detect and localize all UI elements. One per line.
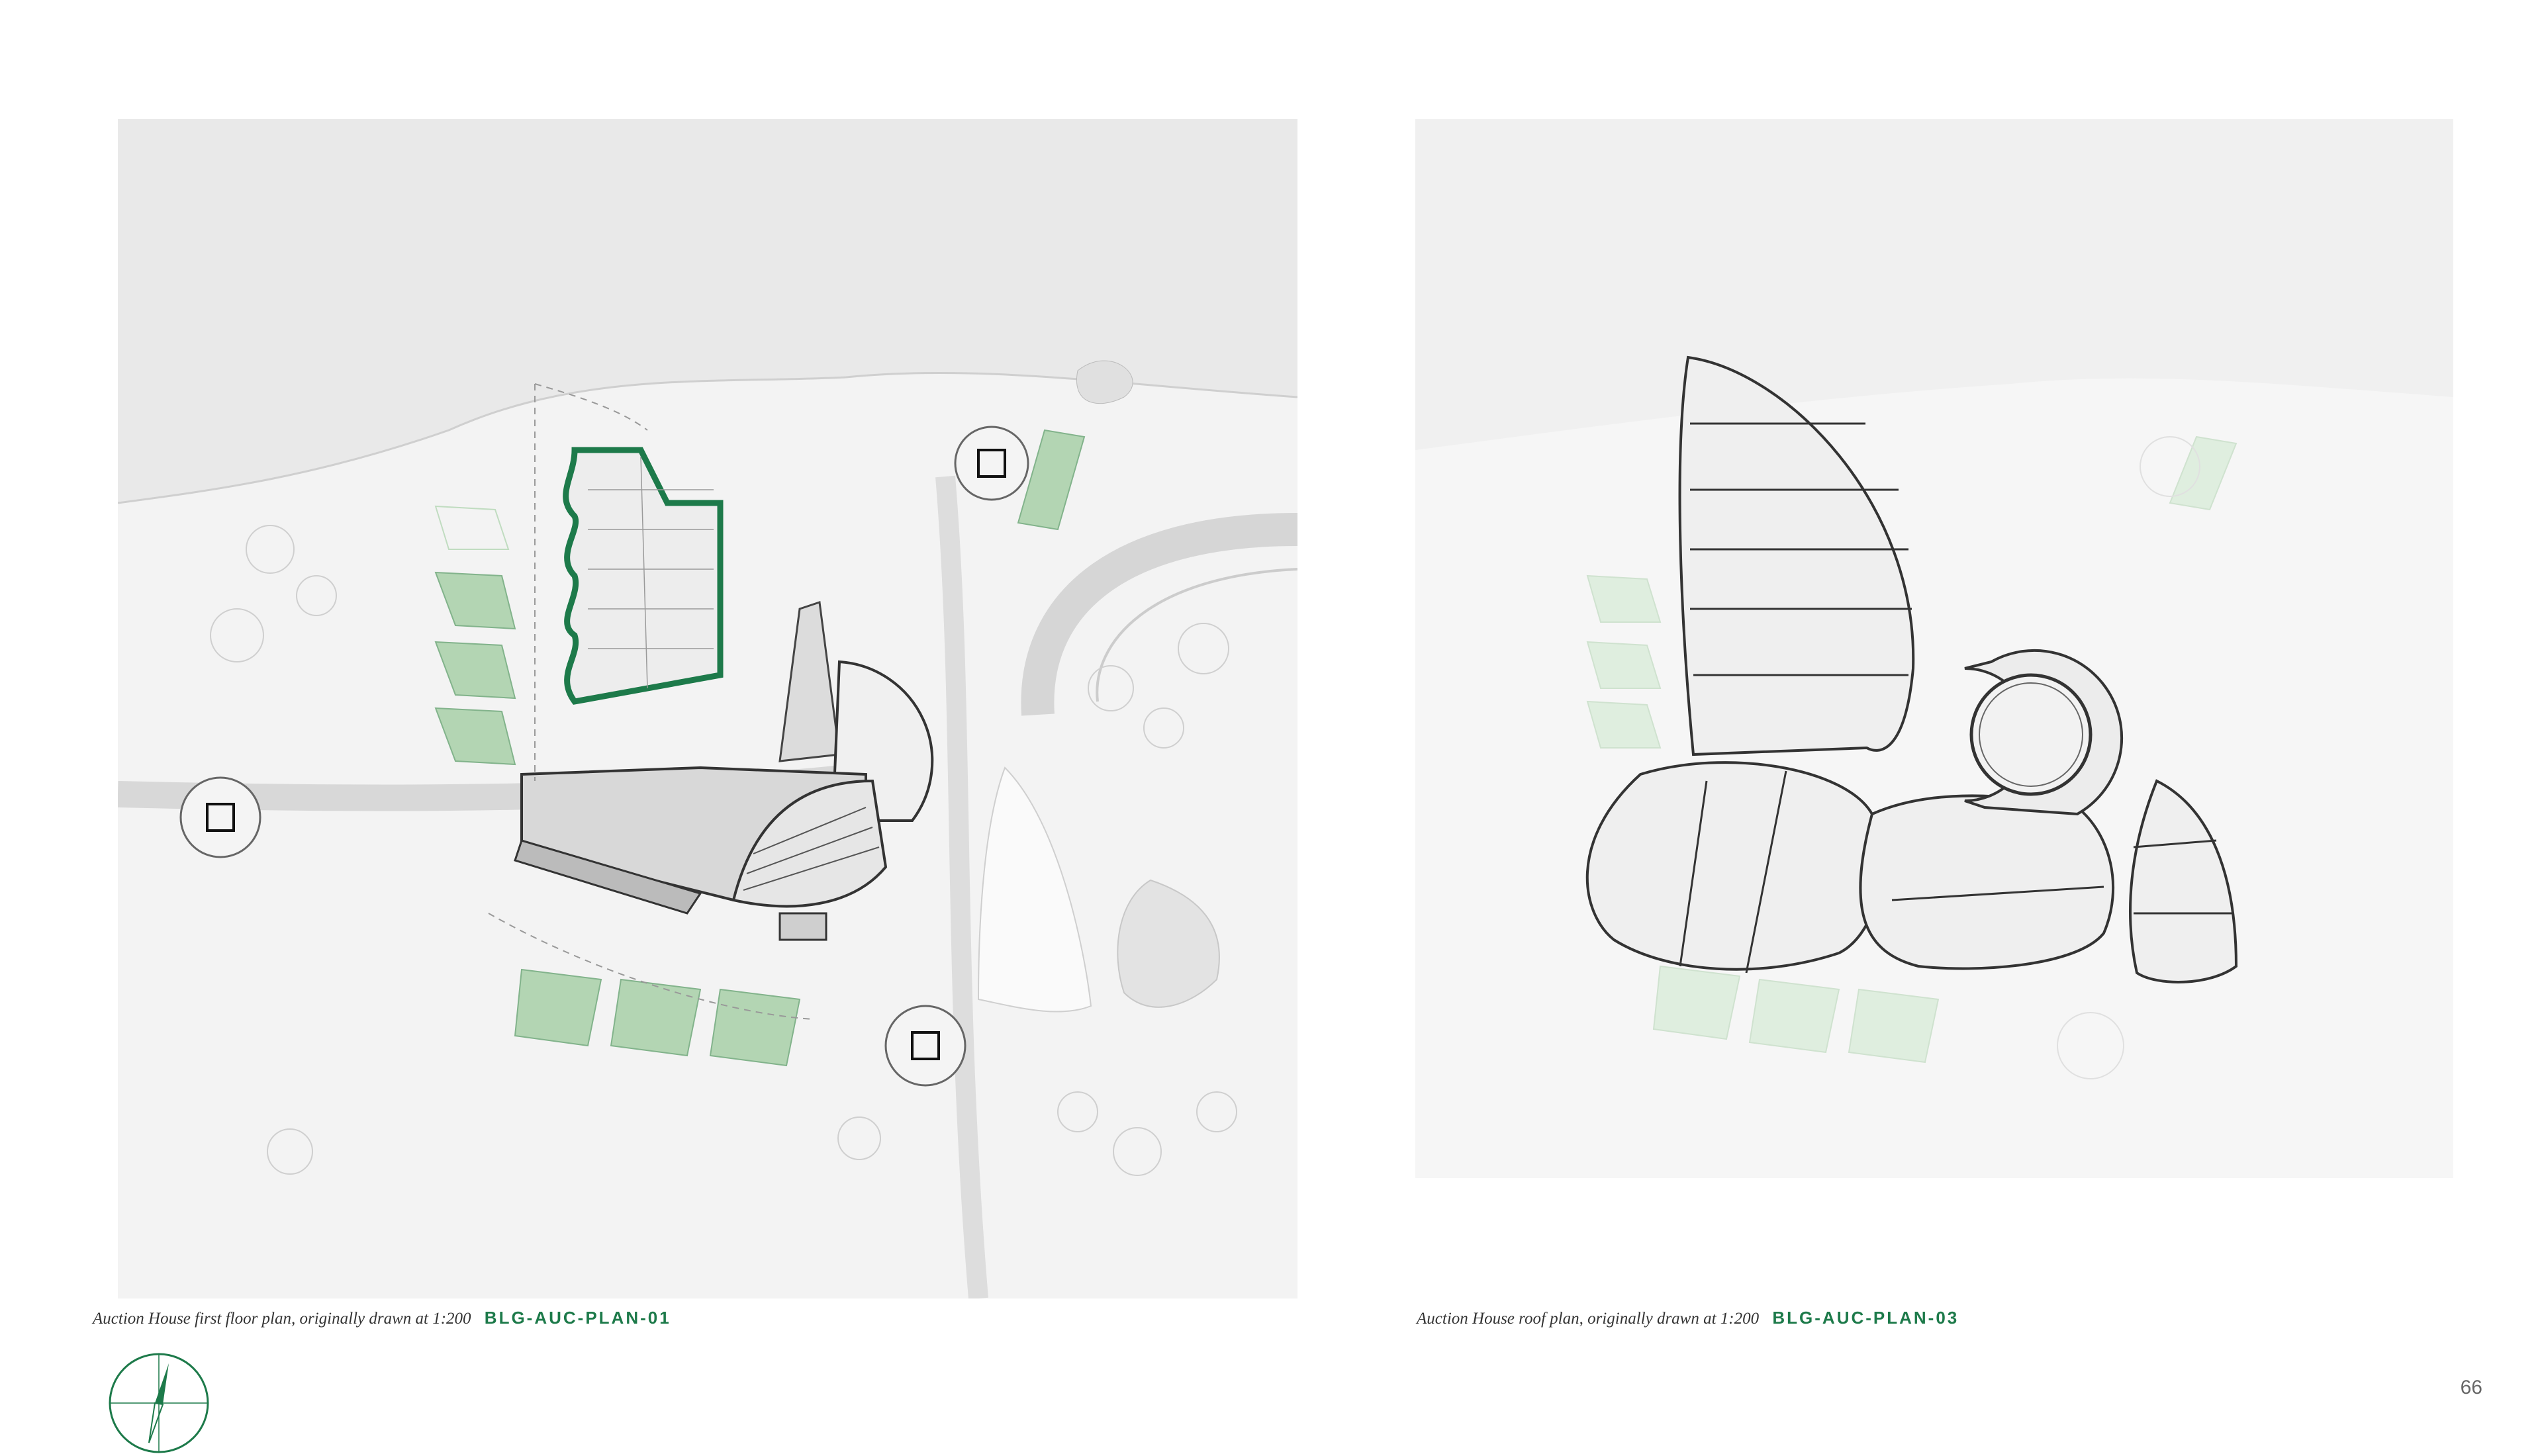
drawing-code: BLG-AUC-PLAN-01 <box>484 1308 671 1328</box>
north-arrow-icon <box>109 1353 209 1453</box>
plan-caption-text: Auction House roof plan, originally draw… <box>1417 1310 1760 1328</box>
first-floor-plan-drawing <box>118 119 1297 1298</box>
drawing-code: BLG-AUC-PLAN-03 <box>1772 1308 1959 1328</box>
roof-plan-svg <box>1415 119 2453 1079</box>
plan-caption-text: Auction House first floor plan, original… <box>93 1310 471 1328</box>
plan-caption-left: Auction House first floor plan, original… <box>93 1308 671 1328</box>
page-number: 66 <box>2460 1377 2482 1398</box>
plan-caption-right: Auction House roof plan, originally draw… <box>1417 1308 1959 1328</box>
roof-plan-drawing <box>1415 119 2453 1178</box>
first-floor-plan-svg <box>118 119 1297 1298</box>
